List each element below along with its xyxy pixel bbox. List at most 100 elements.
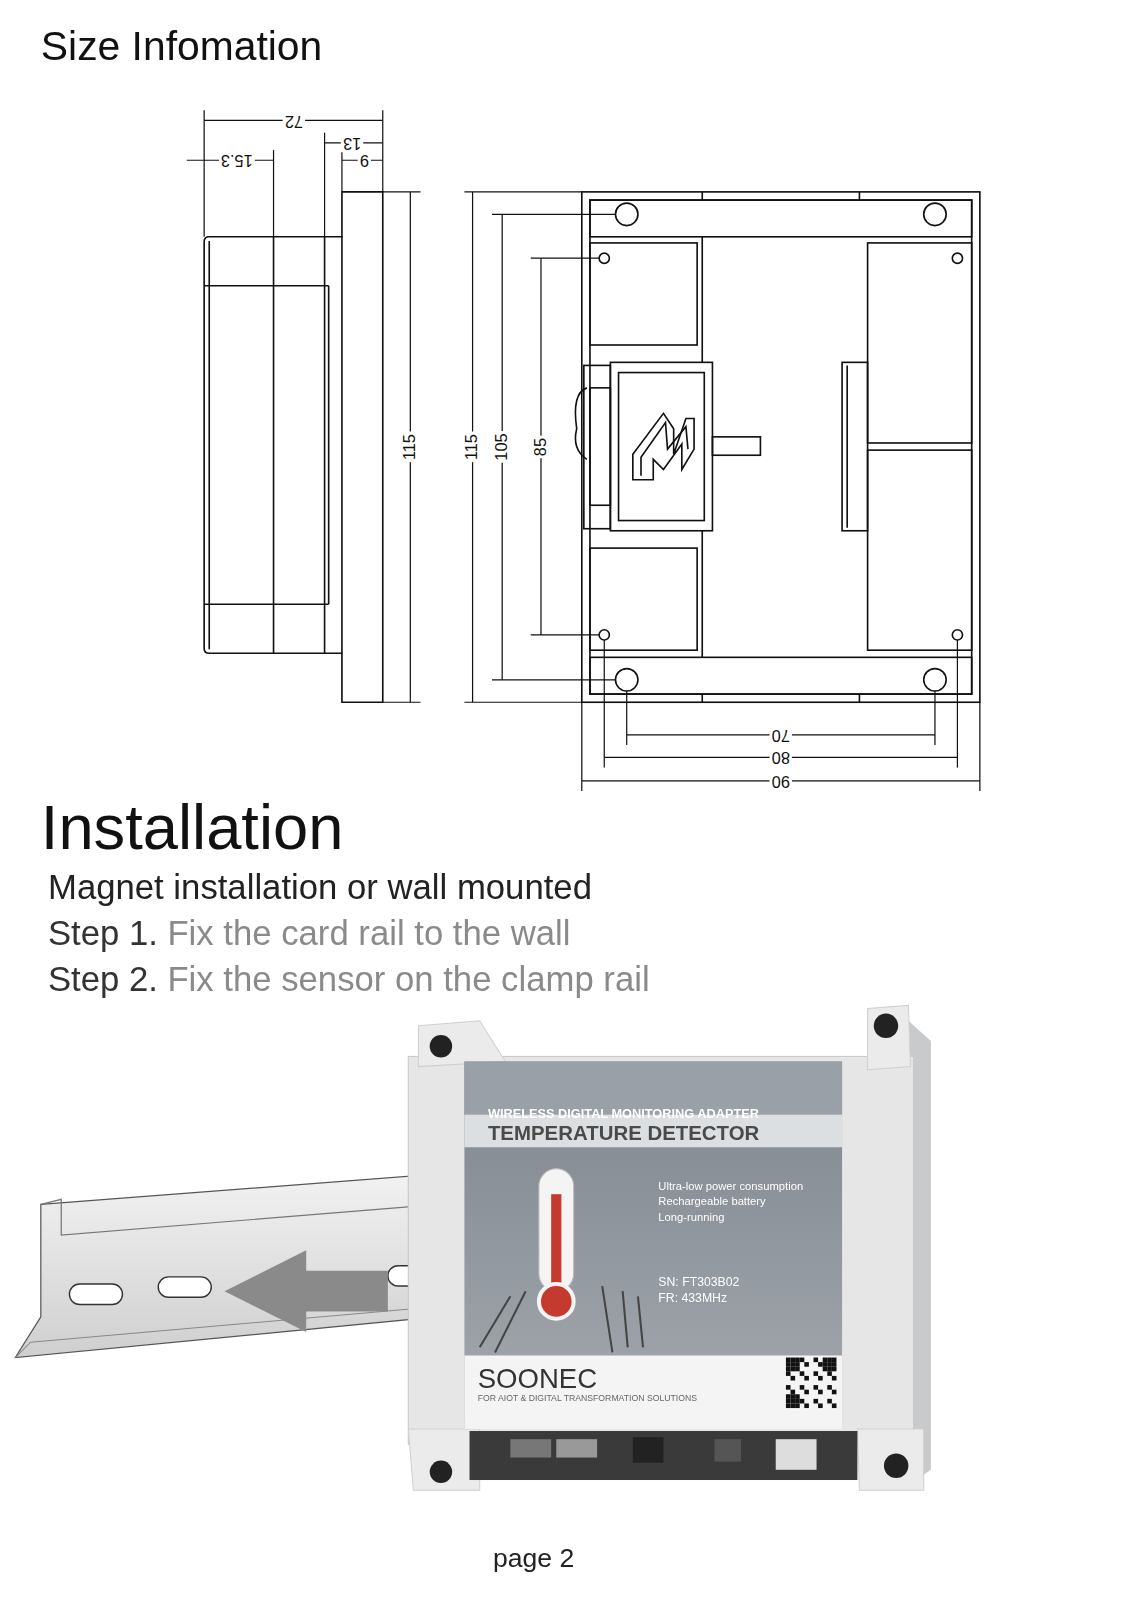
step-text: Fix the card rail to the wall bbox=[167, 914, 570, 954]
drawing-part bbox=[842, 362, 868, 530]
drawing-part bbox=[818, 1403, 823, 1408]
drawing-part bbox=[430, 1461, 452, 1483]
section-heading: Installation bbox=[41, 791, 344, 864]
drawing-part bbox=[714, 1439, 741, 1461]
drawing-part bbox=[712, 437, 760, 455]
product-name: TEMPERATURE DETECTOR bbox=[488, 1122, 759, 1145]
drawing-part bbox=[590, 657, 972, 694]
drawing-part bbox=[827, 1385, 832, 1390]
drawing-part bbox=[430, 1035, 452, 1057]
dimension: 70 bbox=[770, 726, 792, 745]
drawing-part bbox=[531, 634, 599, 635]
drawing-part bbox=[846, 365, 848, 527]
drawing-part bbox=[800, 1385, 805, 1390]
drawing-part bbox=[786, 1399, 791, 1404]
drawing-part bbox=[791, 1394, 796, 1399]
drawing-part bbox=[813, 1399, 818, 1404]
drawing-part bbox=[464, 191, 581, 192]
drawing-part bbox=[786, 1371, 791, 1376]
drawing-part bbox=[492, 679, 616, 680]
feature-text: Rechargeable battery bbox=[658, 1195, 765, 1208]
drawing-part bbox=[610, 362, 712, 530]
drawing-part bbox=[924, 669, 946, 691]
drawing-part bbox=[418, 1021, 505, 1067]
drawing-part bbox=[590, 388, 610, 505]
drawing-part bbox=[786, 1385, 791, 1390]
drawing-part bbox=[818, 1376, 823, 1381]
device-photo bbox=[408, 1005, 931, 1490]
drawing-part bbox=[874, 1014, 898, 1038]
drawing-part bbox=[813, 1358, 818, 1363]
drawing-part bbox=[868, 450, 972, 650]
drawing-part bbox=[633, 1437, 664, 1463]
drawing-part bbox=[813, 1371, 818, 1376]
step-text: Fix the sensor on the clamp rail bbox=[167, 959, 649, 999]
drawing-part bbox=[15, 1174, 439, 1358]
drawing-part bbox=[584, 365, 611, 528]
drawing-part bbox=[827, 1362, 832, 1367]
drawing-part bbox=[539, 1284, 574, 1319]
drawing-part bbox=[204, 285, 329, 287]
drawing-part bbox=[615, 669, 637, 691]
drawing-part bbox=[786, 1362, 791, 1367]
side-view bbox=[204, 192, 383, 702]
drawing-part bbox=[590, 200, 972, 237]
drawing-part bbox=[823, 1362, 828, 1367]
drawing-part bbox=[324, 133, 325, 237]
drawing-part bbox=[795, 1399, 800, 1404]
drawing-part bbox=[408, 1429, 479, 1490]
drawing-part bbox=[813, 1385, 818, 1390]
drawing-part bbox=[791, 1376, 796, 1381]
drawing-part bbox=[626, 691, 627, 745]
qr-code bbox=[786, 1358, 837, 1409]
drawing-part bbox=[804, 1362, 809, 1367]
drawing-part bbox=[827, 1399, 832, 1404]
drawing-part bbox=[701, 237, 703, 363]
drawing-part bbox=[786, 1403, 791, 1408]
drawing-part bbox=[859, 694, 861, 702]
drawing-part bbox=[832, 1367, 837, 1372]
drawing-part bbox=[952, 253, 962, 263]
drawing-part bbox=[539, 1169, 574, 1291]
drawing-part bbox=[581, 702, 582, 791]
drawing-part bbox=[590, 243, 697, 345]
drawing-part bbox=[599, 253, 609, 263]
drawing-part bbox=[868, 1005, 911, 1069]
dimension: 115 bbox=[463, 432, 482, 462]
drawing-part bbox=[791, 1358, 796, 1363]
drawing-part bbox=[827, 1367, 832, 1372]
note: Magnet installation or wall mounted bbox=[48, 868, 592, 908]
drawing-part bbox=[795, 1394, 800, 1399]
drawing-part bbox=[791, 1399, 796, 1404]
drawing-part bbox=[464, 1355, 842, 1428]
drawing-part bbox=[382, 110, 383, 192]
drawing-part bbox=[599, 630, 609, 640]
drawing-part bbox=[924, 203, 946, 225]
drawing-part bbox=[575, 388, 586, 459]
dimension: 13 bbox=[341, 134, 363, 153]
drawing-part bbox=[832, 1403, 837, 1408]
drawing-part bbox=[823, 1367, 828, 1372]
drawing-part bbox=[957, 640, 958, 768]
serial-number: SN: FT303B02 bbox=[658, 1276, 739, 1290]
drawing-part bbox=[604, 640, 605, 768]
drawing-part bbox=[859, 192, 861, 200]
front-view bbox=[575, 192, 979, 702]
drawing-part bbox=[408, 1056, 913, 1444]
brand-logo: SOONEC bbox=[478, 1364, 597, 1396]
drawing-part bbox=[795, 1367, 800, 1372]
drawing-part bbox=[208, 241, 210, 649]
drawing-part bbox=[341, 150, 342, 192]
dimension: 80 bbox=[770, 748, 792, 767]
page-heading: Size Infomation bbox=[41, 22, 322, 69]
dimension: 115 bbox=[401, 432, 420, 462]
drawing-part bbox=[786, 1358, 791, 1363]
drawing-part bbox=[804, 1390, 809, 1395]
drawing-part bbox=[818, 1390, 823, 1395]
drawing-part bbox=[795, 1403, 800, 1408]
drawing-part bbox=[582, 192, 980, 702]
drawing-part bbox=[827, 1358, 832, 1363]
drawing-part bbox=[470, 1431, 858, 1480]
drawing-part bbox=[464, 1062, 842, 1429]
